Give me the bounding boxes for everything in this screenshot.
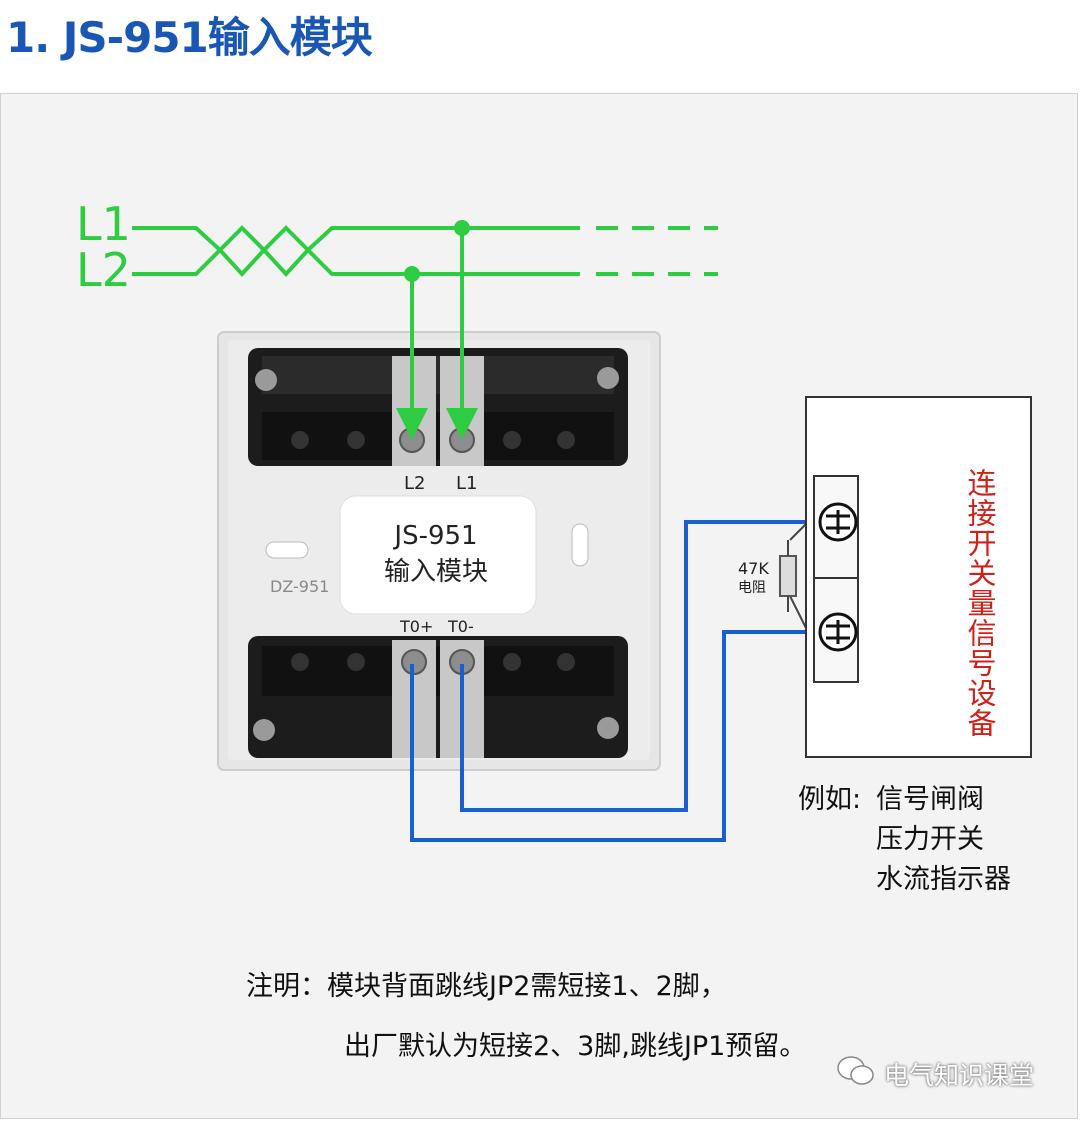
terminal-label-l1: L1 — [456, 473, 477, 494]
note-line-1: 注明：模块背面跳线JP2需短接1、2脚， — [246, 971, 727, 1002]
screw-icon — [597, 717, 619, 739]
wechat-icon — [837, 1056, 874, 1085]
screw-icon — [597, 367, 619, 389]
terminal-label-t0-plus: T0+ — [399, 617, 433, 636]
module-name: JS-951 — [392, 521, 477, 551]
example-item: 水流指示器 — [876, 864, 1011, 895]
terminal-label-t0-minus: T0- — [447, 617, 474, 636]
example-item: 压力开关 — [876, 824, 984, 855]
signal-device-box — [805, 396, 1032, 758]
screw-icon — [255, 369, 277, 391]
watermark-text: 电气知识课堂 — [884, 1061, 1035, 1090]
device-label: 连接开关量信号设备 — [963, 468, 997, 738]
resistor-label: 电阻 — [738, 580, 766, 596]
resistor-value: 47K — [738, 559, 769, 578]
bus-label-l1: L1 — [76, 197, 131, 251]
bus-lines — [132, 225, 718, 440]
terminal-label-l2: L2 — [404, 473, 425, 494]
resistor — [779, 521, 809, 633]
screw-icon — [253, 719, 275, 741]
model-mark: DZ-951 — [270, 577, 329, 596]
module-subtitle: 输入模块 — [384, 557, 488, 587]
module-label-plate — [339, 495, 537, 615]
bottom-terminal-block — [248, 636, 628, 758]
example-item: 信号闸阀 — [876, 784, 984, 815]
note-line-2: 出厂默认为短接2、3脚,跳线JP1预留。 — [344, 1031, 807, 1062]
examples-prefix: 例如: — [798, 784, 861, 815]
signal-wires — [410, 520, 830, 842]
bus-label-l2: L2 — [76, 243, 131, 297]
page-title: 1. JS-951输入模块 — [6, 13, 373, 62]
top-terminal-block — [248, 348, 628, 466]
